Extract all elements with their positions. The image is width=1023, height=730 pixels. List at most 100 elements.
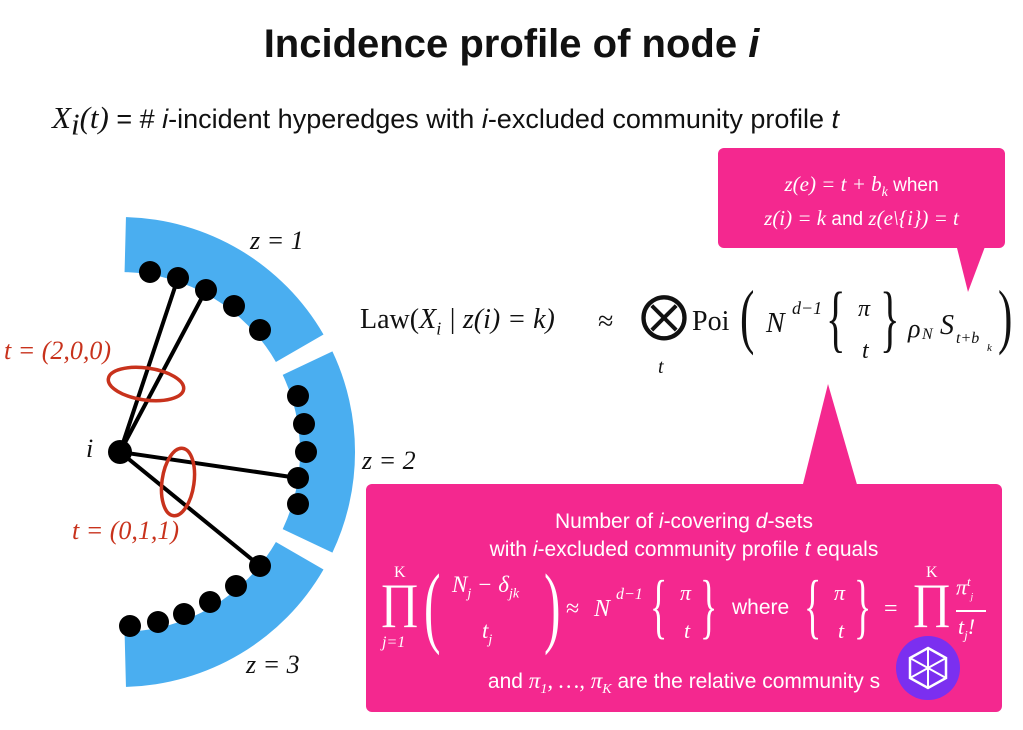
dot xyxy=(295,441,317,463)
sector-z3 xyxy=(124,542,324,687)
cb-frac-bang: ! xyxy=(967,614,976,639)
cb-frac-den: tj! xyxy=(958,614,975,643)
cb-binom-bottom: tj xyxy=(482,618,492,649)
dot xyxy=(249,319,271,341)
cb-where: where xyxy=(732,596,790,619)
label-z1: z = 1 xyxy=(250,226,304,255)
law-brace-right: } xyxy=(880,278,900,360)
def-t: t xyxy=(831,104,839,134)
cb-t: t xyxy=(684,618,691,643)
ct-l1-math: z(e) = t + b xyxy=(784,172,882,196)
ct-l1-text: when xyxy=(887,175,939,196)
cb-l4-piK-sub: K xyxy=(602,682,612,698)
left-paren: ( xyxy=(740,276,755,356)
cb-frac-pi-supsub: j xyxy=(970,591,974,602)
community-diagram xyxy=(106,217,356,687)
dot xyxy=(225,575,247,597)
cb-pi2: π xyxy=(834,580,846,605)
title-var: i xyxy=(748,22,760,66)
callout-top: z(e) = t + bk when z(i) = k and z(e\{i})… xyxy=(718,148,1005,248)
callout-top-pointer xyxy=(956,244,986,292)
cb-prod-upper: K xyxy=(394,564,406,581)
dot xyxy=(167,267,189,289)
def-lhs-var: X xyxy=(52,100,71,135)
cb-l4-b: are the relative community s xyxy=(611,670,881,693)
cb-brace-left: { xyxy=(650,566,668,646)
cb-pi: π xyxy=(680,580,692,605)
law-X-sub: i xyxy=(436,318,442,339)
dot xyxy=(139,261,161,283)
cb-binom-rparen: ) xyxy=(544,557,561,656)
otimes-under: t xyxy=(658,356,664,378)
law-S-sub: t+b xyxy=(956,330,980,347)
cb-frac-num: πtj xyxy=(956,574,973,602)
logo-badge-icon xyxy=(896,636,960,700)
law-S: S xyxy=(940,310,954,341)
cb-binom-lparen: ( xyxy=(424,557,441,656)
edge-ellipse-top xyxy=(106,365,186,403)
callout-bottom: Number of i-covering d-sets with i-exclu… xyxy=(366,484,1002,712)
law-rho-sub: N xyxy=(922,326,933,343)
right-paren: ) xyxy=(998,276,1013,356)
callout-top-line2: z(i) = k and z(e\{i}) = t xyxy=(718,206,1005,231)
cb-N: N xyxy=(594,596,611,622)
dot xyxy=(287,493,309,515)
cb-l1-d: d xyxy=(755,510,768,533)
cb-frac-pi-sup: t xyxy=(967,574,971,589)
cb-frac-bar xyxy=(956,610,986,612)
dot xyxy=(287,385,309,407)
cb-binom-minus: − δ xyxy=(471,572,509,597)
def-i2: i xyxy=(481,104,488,134)
cb-l4-pi1-sub: 1 xyxy=(540,682,548,698)
def-mid: -incident hyperedges with xyxy=(168,104,482,134)
edge-ellipse-bottom xyxy=(159,446,197,518)
cb-l2-b: -excluded community profile xyxy=(537,538,805,561)
cb-approx: ≈ xyxy=(566,596,580,622)
callout-top-line1: z(e) = t + bk when xyxy=(718,172,1005,201)
cb-line1: Number of i-covering d-sets xyxy=(366,510,1002,534)
def-lhs-arg: (t) xyxy=(79,100,109,135)
cb-frac-pi: π xyxy=(956,574,968,600)
cb-brace2-left: { xyxy=(804,566,822,646)
cb-t2: t xyxy=(838,618,845,643)
node-i xyxy=(108,440,132,464)
dot xyxy=(199,591,221,613)
dot xyxy=(173,603,195,625)
cb-prod-symbol: ∏ xyxy=(380,575,420,628)
dot xyxy=(293,413,315,435)
def-lhs-sub: i xyxy=(70,106,80,142)
cb-N-exp: d−1 xyxy=(616,586,643,603)
cb-frac-t-sub: j xyxy=(964,627,968,643)
cb-l2-c: equals xyxy=(810,538,879,561)
callout-bottom-pointer xyxy=(802,384,858,488)
cb-binom-t-sub: j xyxy=(488,632,493,648)
cb-equals: = xyxy=(884,596,898,622)
label-node-i: i xyxy=(86,434,94,463)
ct-l1-sub: k xyxy=(881,184,888,200)
cb-binom-N: N xyxy=(452,572,468,597)
cb-prod2-upper: K xyxy=(926,564,938,581)
ct-l2-and: and xyxy=(826,209,869,230)
dot xyxy=(119,615,141,637)
law-rho: ρ xyxy=(908,314,921,343)
cb-line2: with i-excluded community profile t equa… xyxy=(366,538,1002,562)
ct-l2-math2: z(e\{i}) = t xyxy=(868,206,959,230)
dot xyxy=(287,467,309,489)
dot xyxy=(223,295,245,317)
cb-l1-b: -covering xyxy=(663,510,756,533)
law-S-subsub: k xyxy=(987,342,992,354)
law-approx: ≈ xyxy=(598,306,614,337)
cb-prod2-symbol: ∏ xyxy=(912,575,952,628)
cb-prod-lower: j=1 xyxy=(382,634,406,651)
cb-line4: and π1, …, πK are the relative community… xyxy=(366,668,1002,698)
edge-line xyxy=(119,450,299,480)
law-N-exp: d−1 xyxy=(792,298,823,318)
dot xyxy=(147,611,169,633)
label-t-bottom: t = (0,1,1) xyxy=(72,516,180,545)
cb-l4-a: and xyxy=(487,670,529,693)
label-t-top: t = (2,0,0) xyxy=(4,336,112,365)
def-i1: i xyxy=(162,104,169,134)
cb-l2-a: with xyxy=(489,538,533,561)
cb-l1-a: Number of xyxy=(555,510,659,533)
law-law: Law( xyxy=(360,304,420,335)
